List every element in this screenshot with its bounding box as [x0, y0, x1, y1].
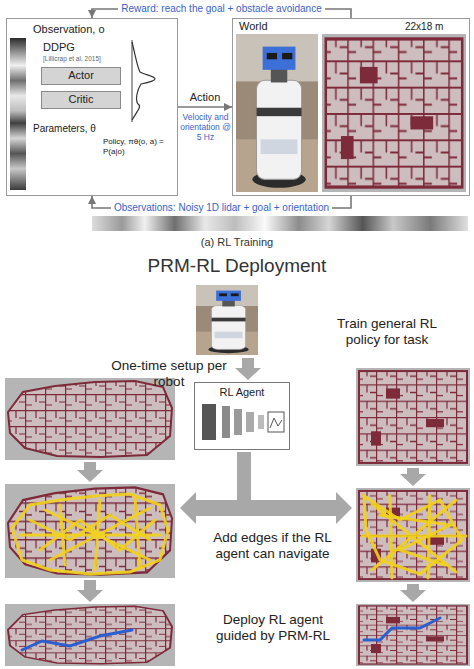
- method-name: DDPG: [43, 41, 75, 54]
- panel-heading: World: [239, 20, 268, 33]
- network-icon: [234, 409, 242, 435]
- policy-curve: [132, 40, 133, 122]
- floor-map: [5, 604, 175, 666]
- roadmap-edges: [12, 494, 466, 578]
- block-arrow: [77, 580, 103, 602]
- parameter-label: Parameters, θ: [33, 123, 96, 135]
- policy-curve: [132, 40, 155, 122]
- flow-arrow: [178, 106, 232, 108]
- network-box: Actor: [41, 67, 121, 85]
- edge-label: Reward: reach the goal + obstacle avoida…: [118, 3, 324, 15]
- robot-photo: [196, 285, 258, 355]
- agent-box: RL Agent: [194, 382, 290, 450]
- edge-label: Action: [187, 91, 224, 104]
- citation: [Lillicrap et al. 2015]: [43, 55, 101, 63]
- box-label: Critic: [42, 93, 120, 106]
- figure-caption: (a) RL Training: [0, 236, 474, 249]
- floor-map: [5, 484, 175, 578]
- block-arrow: [180, 452, 352, 524]
- network-icon: [258, 415, 264, 429]
- edge-label: Observations: Noisy 1D lidar + goal + or…: [111, 202, 332, 214]
- world-map: [322, 34, 466, 192]
- block-arrow: [235, 358, 261, 380]
- lidar-strip: [10, 38, 26, 190]
- network-icon: [202, 404, 216, 440]
- panel-heading: Observation, o: [33, 23, 105, 36]
- planned-path: [364, 618, 440, 640]
- network-icon: [268, 412, 284, 432]
- robot-photo: [236, 34, 318, 192]
- network-icon: [270, 418, 282, 428]
- roadmap-edges: [20, 508, 160, 560]
- floor-map: [5, 368, 470, 666]
- lidar-strip: [10, 38, 26, 190]
- floor-map: [5, 378, 175, 460]
- agent-panel: Observation, o DDPG[Lillicrap et al. 2015…: [6, 18, 178, 196]
- floor-map: [356, 368, 470, 466]
- floor-map: [356, 604, 470, 666]
- roadmap-edges: [12, 494, 168, 574]
- block-arrow: [77, 462, 103, 482]
- dimension: 22x18 m: [405, 21, 443, 33]
- lidar-strip: [92, 216, 468, 231]
- roadmap-edges: [362, 496, 466, 578]
- planned-path: [22, 630, 132, 650]
- network-box: Critic: [41, 91, 121, 109]
- robot-photo: [236, 34, 318, 192]
- policy-formula: Policy, πθ(o, a) = P(a|o): [103, 137, 177, 156]
- network-icon: [202, 404, 284, 440]
- section-title: PRM-RL Deployment: [0, 255, 474, 278]
- network-icon: [246, 412, 254, 432]
- step-note: One-time setup per robot: [104, 358, 234, 390]
- network-icon: [222, 406, 230, 438]
- rate-note: Velocity and orientation @ 5 Hz: [179, 112, 232, 143]
- block-arrow: [400, 468, 426, 486]
- policy-curve: [132, 42, 155, 120]
- world-map: [322, 34, 466, 192]
- lidar-strip: [92, 216, 468, 231]
- floor-map: [356, 488, 470, 582]
- step-note: Train general RL policy for task: [322, 316, 452, 348]
- world-panel: World 22x18 m: [232, 18, 470, 196]
- box-label: RL Agent: [195, 386, 289, 399]
- robot-photo: [196, 285, 258, 355]
- step-note: Deploy RL agent guided by PRM-RL: [203, 612, 343, 644]
- box-label: Actor: [42, 69, 120, 82]
- step-note: Add edges if the RL agent can navigate: [195, 530, 350, 562]
- block-arrow: [400, 584, 426, 602]
- roadmap-edges: [380, 515, 450, 565]
